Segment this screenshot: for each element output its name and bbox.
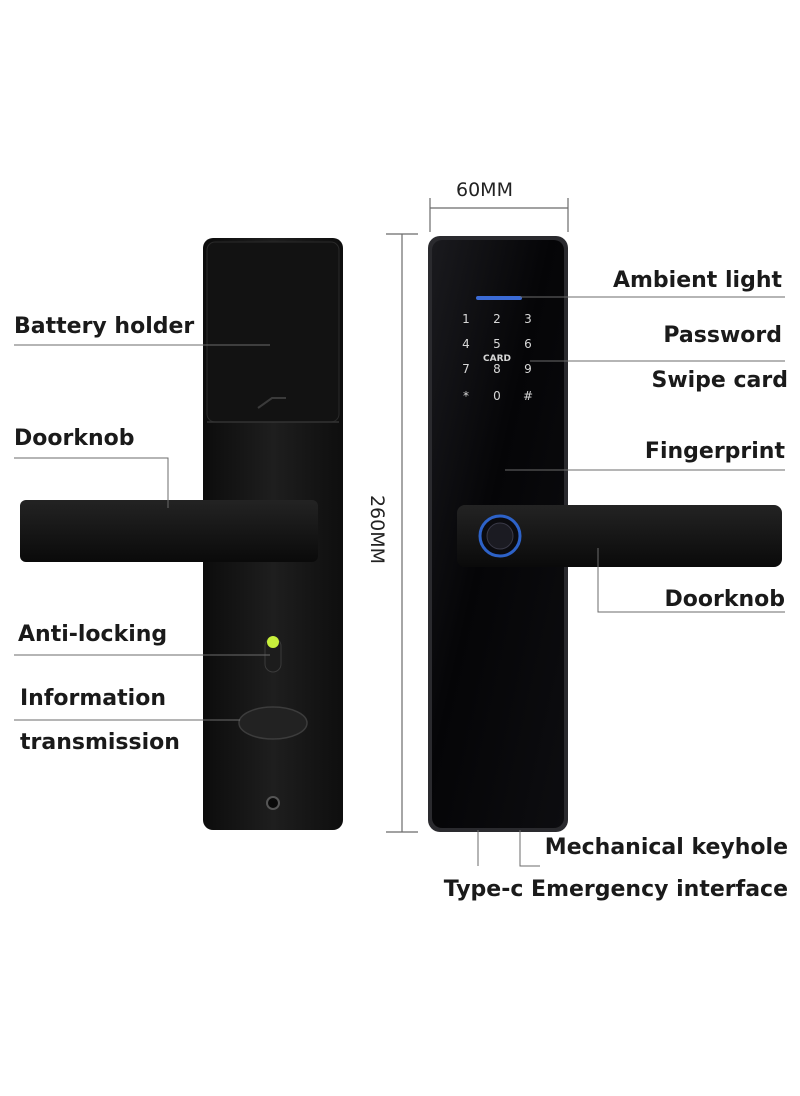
key-hash[interactable]: # <box>523 389 533 403</box>
battery-cover <box>206 241 340 423</box>
height-dimension <box>386 233 418 833</box>
width-dimension <box>429 198 569 232</box>
key-9[interactable]: 9 <box>524 362 532 376</box>
keypad: 1 2 3 4 5 6 CARD 7 8 9 * 0 # <box>462 312 533 403</box>
front-panel: 1 2 3 4 5 6 CARD 7 8 9 * 0 # <box>428 236 782 832</box>
key-4[interactable]: 4 <box>462 337 470 351</box>
ambient-light-bar <box>476 296 522 300</box>
height-dimension-label: 260MM <box>366 494 389 565</box>
key-6[interactable]: 6 <box>524 337 532 351</box>
front-doorknob <box>457 505 782 567</box>
label-typec-interface: Type-c Emergency interface <box>443 877 788 902</box>
label-swipe-card: Swipe card <box>651 368 788 393</box>
back-screw-hole <box>266 796 280 810</box>
label-front-doorknob: Doorknob <box>664 587 786 612</box>
battery-cover-notch <box>257 397 286 409</box>
key-8[interactable]: 8 <box>493 362 501 376</box>
label-mechanical-keyhole: Mechanical keyhole <box>544 835 788 860</box>
back-doorknob <box>20 500 318 562</box>
key-2[interactable]: 2 <box>493 312 501 326</box>
anti-locking-indicator <box>267 636 279 648</box>
key-1[interactable]: 1 <box>462 312 470 326</box>
key-7[interactable]: 7 <box>462 362 470 376</box>
label-anti-locking: Anti-locking <box>18 622 168 647</box>
fingerprint-sensor-icon[interactable] <box>486 522 514 550</box>
label-ambient-light: Ambient light <box>612 268 782 293</box>
card-label: CARD <box>483 354 511 364</box>
label-information: Information <box>20 686 166 711</box>
label-transmission: transmission <box>20 730 180 755</box>
info-transmission-pad <box>238 706 308 740</box>
key-0[interactable]: 0 <box>493 389 501 403</box>
label-back-doorknob: Doorknob <box>14 426 135 451</box>
back-panel <box>20 238 343 830</box>
leader-lines <box>14 296 785 867</box>
key-5[interactable]: 5 <box>493 337 501 351</box>
key-3[interactable]: 3 <box>524 312 532 326</box>
key-star[interactable]: * <box>463 389 469 403</box>
label-battery-holder: Battery holder <box>14 314 195 339</box>
label-password: Password <box>663 323 782 348</box>
width-dimension-label: 60MM <box>456 179 513 201</box>
label-fingerprint: Fingerprint <box>644 439 785 464</box>
